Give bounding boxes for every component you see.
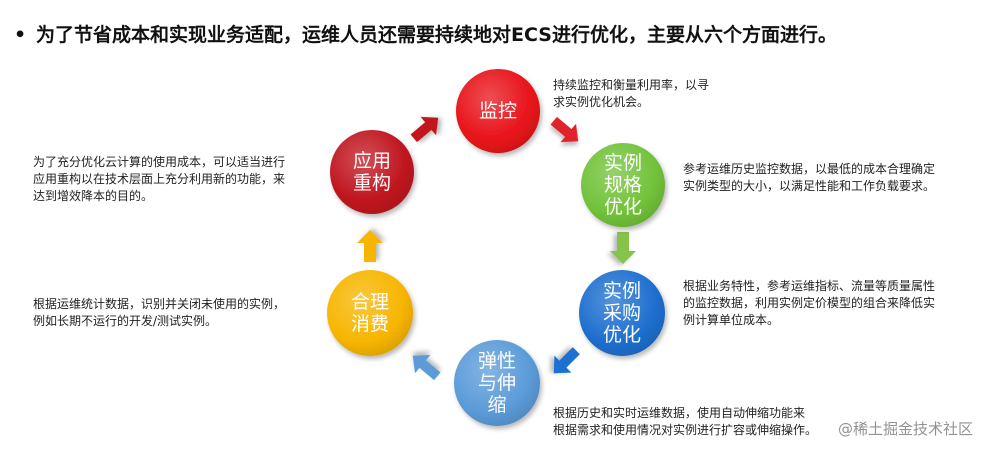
description-line: 例计算单位成本。 bbox=[683, 313, 780, 327]
description-line: 的监控数据，利用实例定价模型的组合来降低实 bbox=[683, 296, 936, 310]
arrow-consume-to-refactor bbox=[357, 230, 383, 262]
node-label-line: 监控 bbox=[479, 100, 517, 122]
arrow-buy-to-elastic bbox=[553, 347, 580, 374]
description-refactor: 为了充分优化云计算的使用成本，可以适当进行 应用重构以在技术层面上充分利用新的功… bbox=[33, 154, 323, 205]
arrow-spec-to-buy bbox=[610, 232, 636, 264]
node-label-line: 优化 bbox=[604, 196, 642, 218]
slide-title-text: 为了节省成本和实现业务适配，运维人员还需要持续地对ECS进行优化，主要从六个方面… bbox=[36, 24, 837, 46]
description-line: 为了充分优化云计算的使用成本，可以适当进行 bbox=[33, 155, 286, 169]
node-label-line: 与伸 bbox=[478, 372, 516, 394]
node-label-line: 缩 bbox=[487, 394, 506, 416]
node-label-line: 规格 bbox=[604, 174, 642, 196]
node-circle bbox=[327, 270, 413, 356]
arrow-shape bbox=[412, 354, 441, 381]
node-circle bbox=[330, 130, 414, 214]
description-line: 根据需求和使用情况对实例进行扩容或伸缩操作。 bbox=[553, 423, 818, 437]
node-label-line: 弹性 bbox=[478, 350, 516, 372]
slide-title: • 为了节省成本和实现业务适配，运维人员还需要持续地对ECS进行优化，主要从六个方… bbox=[14, 20, 837, 47]
description-line: 应用重构以在技术层面上充分利用新的功能，来 bbox=[33, 172, 286, 186]
node-label-line: 合理 bbox=[351, 291, 389, 313]
node-refactor: 应用重构 bbox=[330, 130, 414, 214]
arrow-shape bbox=[553, 347, 580, 374]
node-label-line: 重构 bbox=[353, 172, 391, 194]
watermark: @稀土掘金技术社区 bbox=[837, 420, 973, 438]
description-line: 持续监控和衡量利用率，以寻 bbox=[553, 78, 710, 92]
arrow-shape bbox=[550, 116, 579, 143]
bullet-icon: • bbox=[14, 24, 27, 46]
description-elastic: 根据历史和实时运维数据，使用自动伸缩功能来 根据需求和使用情况对实例进行扩容或伸… bbox=[553, 405, 853, 439]
arrow-shape bbox=[410, 116, 439, 143]
node-label-line: 消费 bbox=[351, 313, 389, 335]
arrow-shape bbox=[610, 232, 636, 264]
node-circle bbox=[456, 69, 540, 153]
description-line: 根据运维统计数据，识别并关闭未使用的实例， bbox=[33, 297, 286, 311]
description-line: 达到增效降本的目的。 bbox=[33, 189, 154, 203]
description-line: 根据历史和实时运维数据，使用自动伸缩功能来 bbox=[553, 406, 806, 420]
description-line: 参考运维历史监控数据，以最低的成本合理确定 bbox=[683, 162, 936, 176]
description-spec: 参考运维历史监控数据，以最低的成本合理确定 实例类型的大小，以满足性能和工作负载… bbox=[683, 161, 973, 195]
arrow-shape bbox=[357, 230, 383, 262]
description-line: 实例类型的大小，以满足性能和工作负载要求。 bbox=[683, 179, 936, 193]
description-monitor: 持续监控和衡量利用率，以寻 求实例优化机会。 bbox=[553, 77, 743, 111]
node-label-line: 实例 bbox=[604, 152, 642, 174]
arrow-monitor-to-spec bbox=[550, 116, 579, 143]
node-label-line: 应用 bbox=[353, 150, 391, 172]
description-line: 求实例优化机会。 bbox=[553, 95, 650, 109]
description-line: 例如长期不运行的开发/测试实例。 bbox=[33, 314, 218, 328]
arrow-elastic-to-consume bbox=[412, 354, 441, 381]
node-circle bbox=[454, 340, 540, 426]
description-line: 根据业务特性，参考运维指标、流量等质量属性 bbox=[683, 279, 936, 293]
description-buy: 根据业务特性，参考运维指标、流量等质量属性 的监控数据，利用实例定价模型的组合来… bbox=[683, 278, 973, 329]
node-monitor: 监控 bbox=[456, 69, 540, 153]
node-label-line: 优化 bbox=[603, 324, 641, 346]
node-circle bbox=[581, 143, 665, 227]
node-label-line: 采购 bbox=[603, 302, 641, 324]
node-circle bbox=[579, 270, 665, 356]
arrow-refactor-to-monitor bbox=[410, 116, 439, 143]
description-consume: 根据运维统计数据，识别并关闭未使用的实例， 例如长期不运行的开发/测试实例。 bbox=[33, 296, 323, 330]
node-label-line: 实例 bbox=[603, 280, 641, 302]
